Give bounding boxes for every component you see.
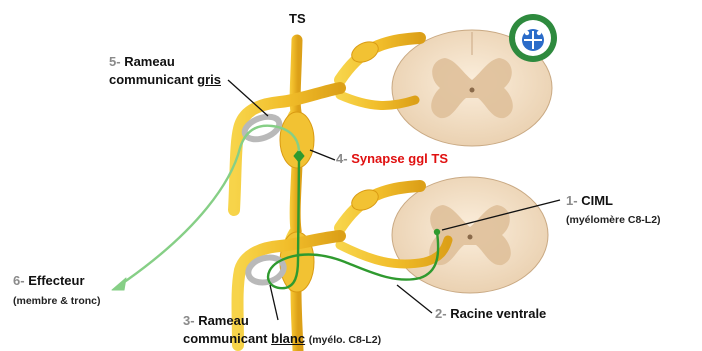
ts-text: TS [289,11,306,26]
effector-arrowhead [112,278,126,290]
logo-badge [509,14,557,62]
label-white-ramus: 3- Rameau [183,313,249,329]
label-ciml-sub: (myélomère C8-L2) [566,212,661,228]
label-3-line2a: communicant [183,331,271,346]
label-grey-ramus: 5- Rameau [109,54,175,70]
label-ts: TS [289,11,306,27]
leader-2 [397,285,432,313]
label-effector-sub: (membre & tronc) [13,293,101,309]
ciml-neuron [434,229,440,235]
label-6-sub: (membre & tronc) [13,295,101,307]
label-5-number: 5- [109,54,121,69]
leader-3 [270,285,278,320]
label-4-text: Synapse ggl TS [351,151,448,166]
label-1-number: 1- [566,193,578,208]
label-3-line2b: blanc [271,331,305,346]
label-2-number: 2- [435,306,447,321]
postganglionic-fiber [120,126,299,285]
label-2-text: Racine ventrale [450,306,546,321]
label-3-number: 3- [183,313,195,328]
label-1-sub: (myélomère C8-L2) [566,214,661,226]
label-6-number: 6- [13,273,25,288]
label-1-text: CIML [581,193,613,208]
label-3-sub: (myélo. C8-L2) [309,334,381,346]
label-ciml: 1- CIML [566,193,613,209]
label-5-line2a: communicant [109,72,197,87]
central-canal-upper [470,88,475,93]
label-effector: 6- Effecteur [13,273,85,289]
sympathetic-trunk [280,40,314,350]
label-5-line1: Rameau [124,54,175,69]
spinal-cord-lower [392,177,548,293]
label-6-text: Effecteur [28,273,84,288]
label-5-line2b: gris [197,72,221,87]
label-4-number: 4- [336,151,348,166]
label-3-line1: Rameau [198,313,249,328]
central-canal-lower [468,235,473,240]
label-synapse: 4- Synapse ggl TS [336,151,448,167]
label-white-ramus-line2: communicant blanc (myélo. C8-L2) [183,331,381,348]
label-grey-ramus-line2: communicant gris [109,72,221,88]
label-ventral-root: 2- Racine ventrale [435,306,546,322]
leader-4 [310,150,335,160]
